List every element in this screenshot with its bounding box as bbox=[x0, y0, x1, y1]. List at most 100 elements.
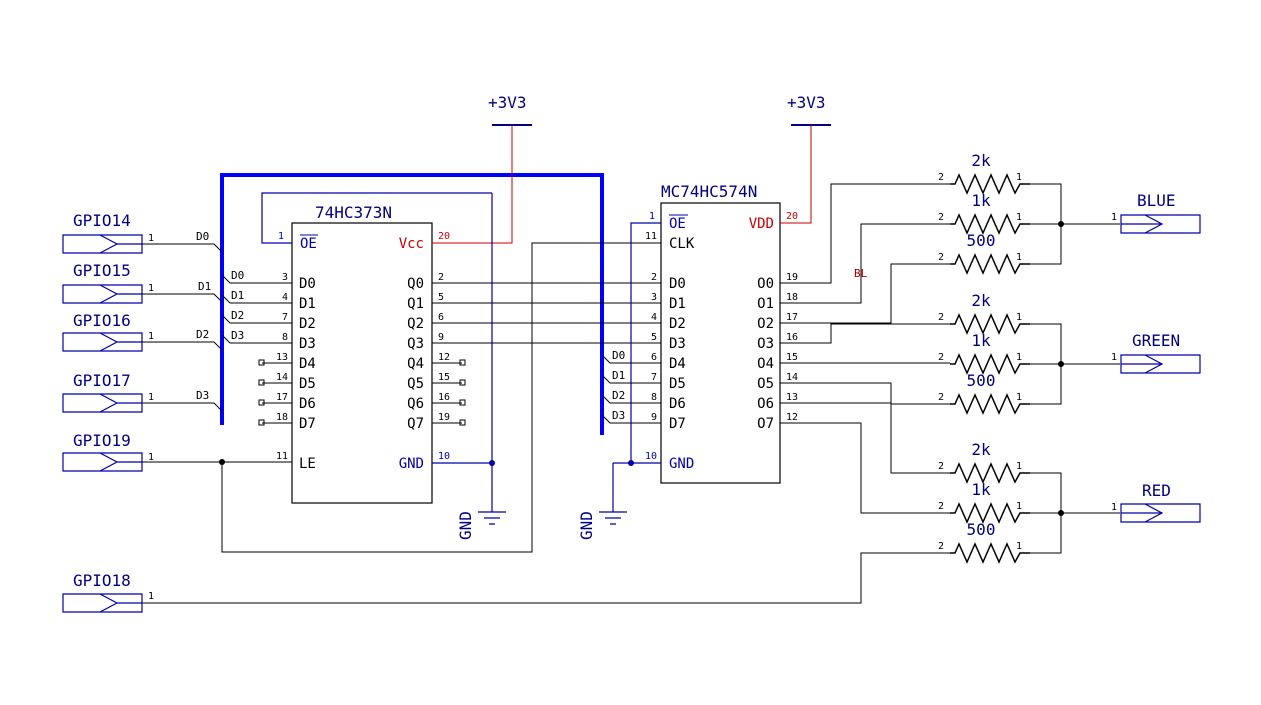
power-label: +3V3 bbox=[787, 93, 826, 112]
resistor-pin-number: 2 bbox=[938, 392, 944, 403]
ground-left: GND bbox=[456, 511, 506, 540]
ic2-pin-number: 1 bbox=[649, 211, 655, 222]
bus-net-label: D0 bbox=[196, 230, 209, 243]
ic1-pin-q1: Q1 bbox=[407, 296, 424, 312]
port-pin-number: 1 bbox=[1111, 212, 1117, 223]
resistor-pin-number: 2 bbox=[938, 352, 944, 363]
ic2-pin-gnd: GND bbox=[669, 456, 694, 472]
resistor-pin-number: 2 bbox=[938, 252, 944, 263]
resistor-value: 2k bbox=[971, 151, 991, 170]
ic2-pin-number: 4 bbox=[651, 312, 657, 323]
ic2-pin-number: 15 bbox=[786, 352, 798, 363]
ic2-pin-number: 20 bbox=[786, 211, 798, 222]
port-pin-number: 1 bbox=[148, 591, 154, 602]
resistor-pin-number: 1 bbox=[1016, 312, 1022, 323]
resistor-value: 500 bbox=[967, 231, 996, 250]
ic2-pin-oe: OE bbox=[669, 216, 686, 232]
port-gpio17: GPIO17 1 bbox=[62, 371, 154, 413]
le-net bbox=[142, 242, 661, 553]
port-green: GREEN 1 bbox=[1111, 331, 1201, 374]
resistor-pin-number: 1 bbox=[1016, 352, 1022, 363]
bus-net-label: D1 bbox=[612, 369, 625, 382]
ic1-pin-d2: D2 bbox=[299, 316, 316, 332]
ic1-pin-d7: D7 bbox=[299, 416, 316, 432]
bus-net-label: D3 bbox=[196, 389, 209, 402]
port-label-gpio17: GPIO17 bbox=[73, 371, 131, 390]
resistor-pin-number: 2 bbox=[938, 312, 944, 323]
ic1-pin-number: 13 bbox=[276, 352, 288, 363]
ic1-pin-number: 6 bbox=[438, 312, 444, 323]
power-3v3-right: +3V3 bbox=[787, 93, 831, 126]
port-gpio18: GPIO18 1 bbox=[62, 571, 154, 613]
port-label-gpio19: GPIO19 bbox=[73, 431, 131, 450]
resistor-pin-number: 2 bbox=[938, 461, 944, 472]
ic1-pin-number: 17 bbox=[276, 392, 288, 403]
ground-right: GND bbox=[577, 462, 631, 540]
ic2-pin-d2: D2 bbox=[669, 316, 686, 332]
port-pin-number: 1 bbox=[148, 283, 154, 294]
ic1-pin-number: 3 bbox=[282, 272, 288, 283]
ic1-pin-d0: D0 bbox=[299, 276, 316, 292]
ic1-pin-number: 4 bbox=[282, 292, 288, 303]
power-label: +3V3 bbox=[488, 93, 527, 112]
ic1-pin-number: 1 bbox=[278, 231, 284, 242]
ic1-pin-d4: D4 bbox=[299, 356, 316, 372]
ic2-pin-number: 11 bbox=[645, 231, 657, 242]
resistor-pin-number: 2 bbox=[938, 172, 944, 183]
ic1-pin-number: 2 bbox=[438, 272, 444, 283]
ic1-pin-q5: Q5 bbox=[407, 376, 424, 392]
resistor-pin-number: 2 bbox=[938, 541, 944, 552]
ic1-pin-number: 19 bbox=[438, 412, 450, 423]
ic2-pin-d3: D3 bbox=[669, 336, 686, 352]
ic2-pin-o6: O6 bbox=[757, 396, 774, 412]
resistor-value: 2k bbox=[971, 440, 991, 459]
port-label-red: RED bbox=[1142, 481, 1171, 500]
port-label-blue: BLUE bbox=[1137, 191, 1176, 210]
port-label-green: GREEN bbox=[1132, 331, 1180, 350]
ic1-pin-number: 10 bbox=[438, 451, 450, 462]
bus-net-label: D1 bbox=[198, 280, 211, 293]
port-label-gpio18: GPIO18 bbox=[73, 571, 131, 590]
ic2-pin-number: 6 bbox=[651, 352, 657, 363]
ic1-pin-number: 16 bbox=[438, 392, 450, 403]
ic2-pin-o0: O0 bbox=[757, 276, 774, 292]
ic2-pin-o5: O5 bbox=[757, 376, 774, 392]
resistor-value: 1k bbox=[971, 191, 991, 210]
ic-74hc373n: 74HC373N 1 OE 3 D0 4 D1 7 D2 8 D3 13 D4 … bbox=[258, 125, 513, 512]
power-3v3-left: +3V3 bbox=[488, 93, 532, 126]
ic1-pin-number: 14 bbox=[276, 372, 288, 383]
gpio-bus-wires bbox=[142, 243, 223, 412]
ic1-pin-q0: Q0 bbox=[407, 276, 424, 292]
ic1-pin-vcc: Vcc bbox=[399, 236, 424, 252]
ic2-pin-number: 17 bbox=[786, 312, 798, 323]
resistor: 500 2 1 bbox=[938, 371, 1030, 415]
resistor-value: 500 bbox=[967, 371, 996, 390]
ic2-pin-number: 2 bbox=[651, 272, 657, 283]
ic2-pin-d0: D0 bbox=[669, 276, 686, 292]
gpio18-net bbox=[142, 552, 950, 604]
resistor-pin-number: 1 bbox=[1016, 392, 1022, 403]
ground-label: GND bbox=[456, 511, 475, 540]
ic1-pin-q2: Q2 bbox=[407, 316, 424, 332]
ic1-pin-q7: Q7 bbox=[407, 416, 424, 432]
port-gpio15: GPIO15 1 bbox=[62, 261, 154, 304]
port-pin-number: 1 bbox=[148, 392, 154, 403]
port-pin-number: 1 bbox=[1111, 352, 1117, 363]
ic2-pin-number: 12 bbox=[786, 412, 798, 423]
ground-label: GND bbox=[577, 511, 596, 540]
port-gpio14: GPIO14 1 bbox=[62, 211, 154, 254]
ic2-pin-d6: D6 bbox=[669, 396, 686, 412]
ic1-name: 74HC373N bbox=[315, 203, 392, 222]
port-pin-number: 1 bbox=[148, 452, 154, 463]
bus-net-label: D2 bbox=[612, 389, 625, 402]
port-gpio19: GPIO19 1 bbox=[62, 431, 154, 472]
port-gpio16: GPIO16 1 bbox=[62, 311, 154, 352]
ic2-pin-number: 7 bbox=[651, 372, 657, 383]
bus-net-label: D0 bbox=[231, 269, 244, 282]
ic1-pin-number: 15 bbox=[438, 372, 450, 383]
